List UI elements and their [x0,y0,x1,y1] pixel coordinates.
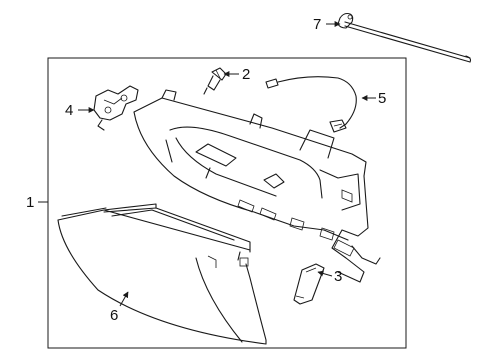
callout-4: 4 [65,102,73,119]
glovebox-housing [133,89,381,283]
callout-3: 3 [334,268,342,285]
part-5-harness [265,76,357,133]
part-3-bracket [293,263,325,305]
part-2-lamp [203,67,227,95]
part-7-cable [337,12,472,63]
callout-6: 6 [110,307,118,324]
callout-1: 1 [26,194,34,211]
callout-5: 5 [378,90,386,107]
part-6-glovebox-door [57,203,267,345]
assembly-frame [47,57,407,349]
callout-2: 2 [242,66,250,83]
callout-7: 7 [313,16,321,33]
part-4-latch [93,85,139,131]
